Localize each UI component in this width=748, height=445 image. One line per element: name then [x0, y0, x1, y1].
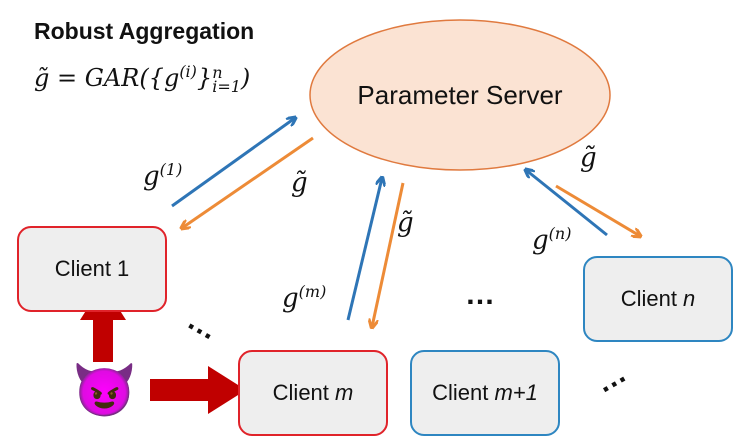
aggregate-label-clientm: g̃ [397, 208, 414, 238]
arrow-server-to-clientn [555, 184, 640, 236]
robust-aggregation-title: Robust Aggregation [34, 18, 255, 44]
attack-arrow-right-shaft [150, 379, 210, 401]
client-m1-box[interactable]: Client m+1 [410, 350, 560, 436]
attack-arrow-up-shaft [93, 318, 113, 362]
ellipsis-middle: … [465, 278, 495, 311]
gradient-label-clientn: g(n) [532, 224, 572, 256]
client-m-box[interactable]: Client m [238, 350, 388, 436]
parameter-server-label: Parameter Server [357, 80, 563, 110]
arrow-server-to-clientm [372, 182, 405, 327]
client-1-label: Client 1 [54, 256, 130, 281]
client-m-label: Client m [272, 380, 354, 405]
arrow-server-to-client1 [182, 136, 314, 228]
client-n-label: Client n [620, 286, 696, 311]
client-m1-label: Client m+1 [432, 380, 538, 405]
attack-arrow-right-head [208, 366, 246, 414]
arrow-clientn-to-server [526, 170, 608, 237]
gradient-label-clientm: g(m) [282, 282, 327, 314]
aggregate-label-clientn: g̃ [580, 143, 597, 173]
attacker-devil-icon: 😈 [72, 363, 137, 420]
gradient-label-client1: g(1) [143, 160, 183, 192]
client-n-box[interactable]: Client n [583, 256, 733, 342]
aggregate-label-client1: g̃ [291, 168, 308, 198]
arrow-clientm-to-server [346, 178, 382, 321]
parameter-server-ellipse[interactable] [309, 19, 611, 171]
arrow-client1-to-server [171, 118, 295, 208]
client-1-box[interactable]: Client 1 [17, 226, 167, 312]
